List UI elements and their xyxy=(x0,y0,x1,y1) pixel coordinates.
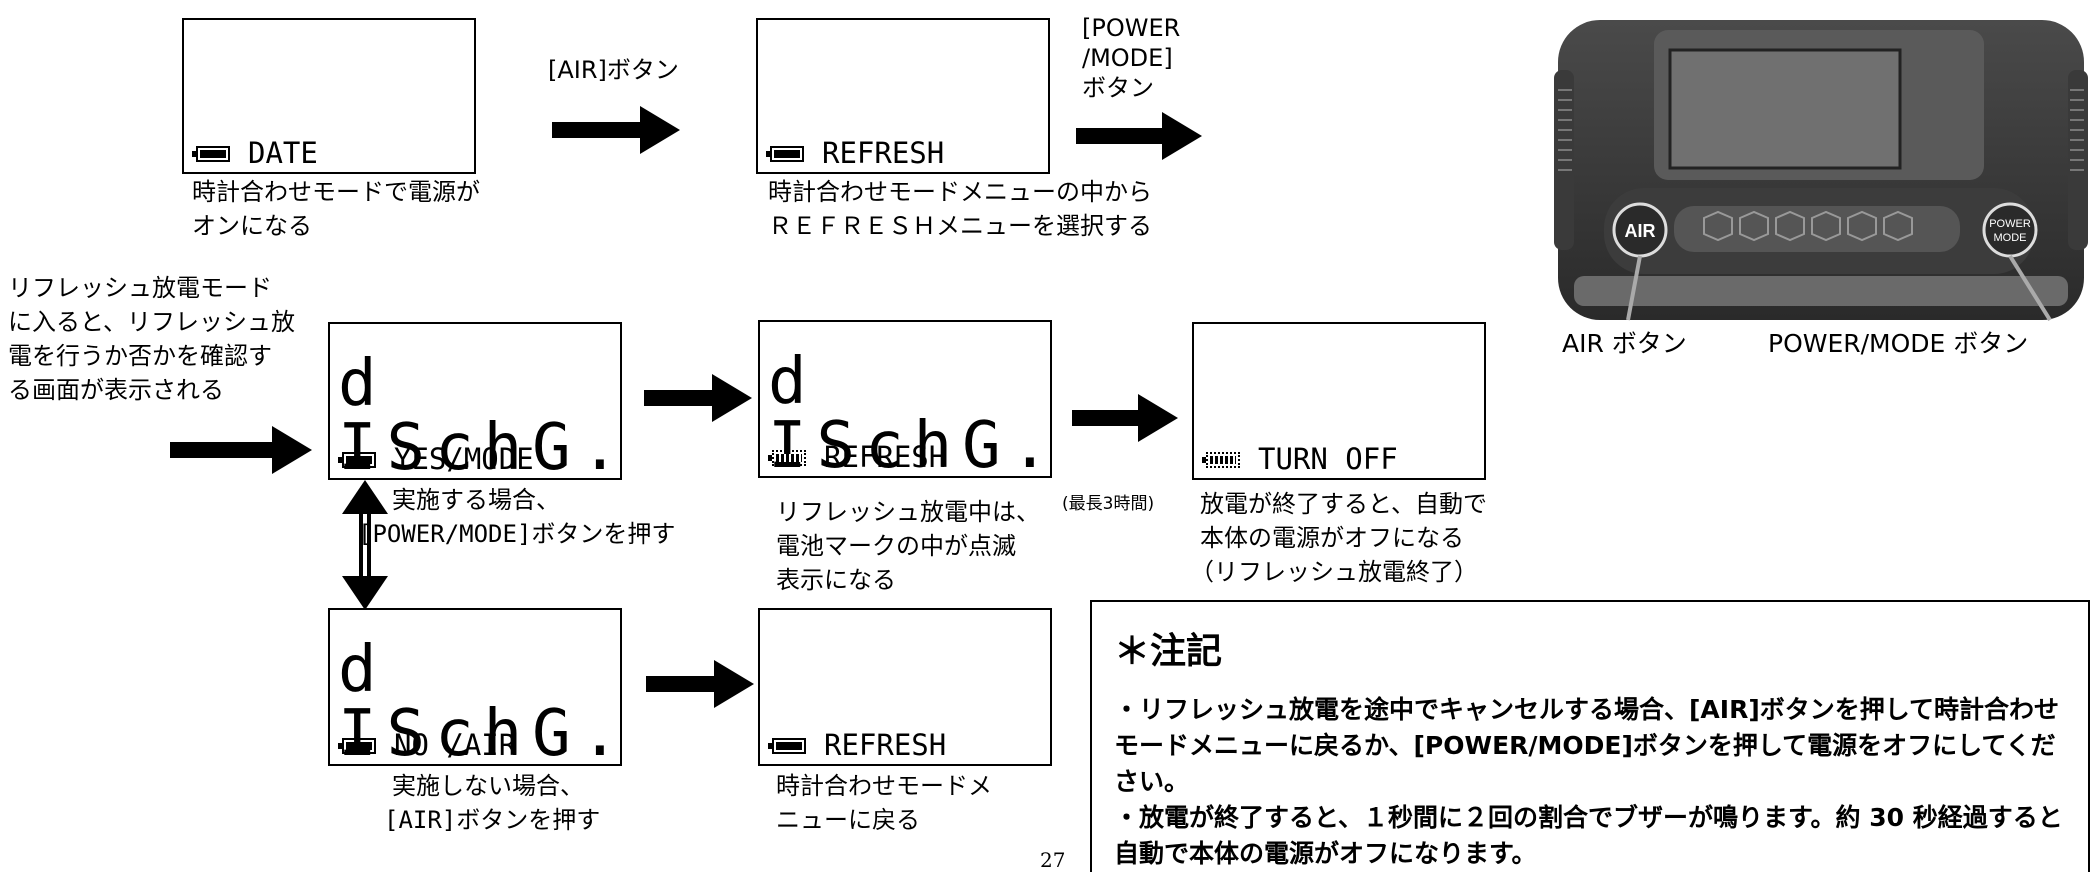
refresh-caption-1: 時計合わせモードメニューの中から xyxy=(768,178,1152,206)
note-item-1: ・リフレッシュ放電を途中でキャンセルする場合、[AIR]ボタンを押して時計合わせ… xyxy=(1114,695,2060,796)
battery-icon xyxy=(768,737,806,754)
lcd-refresh-text: REFRESH xyxy=(824,440,947,474)
power-button-label-1: POWER xyxy=(1989,218,2031,230)
intro-text-3: 電を行うか否かを確認す xyxy=(8,342,272,370)
battery-icon xyxy=(766,145,804,162)
lcd-dischg-yes-screen: d ISchG. YES/MODE xyxy=(328,322,622,480)
battery-icon xyxy=(338,451,376,468)
date-caption-2: オンになる xyxy=(192,212,312,240)
discharging-caption-2: 電池マークの中が点滅 xyxy=(776,532,1016,560)
blinking-battery-icon xyxy=(768,449,806,466)
lcd-refresh-screen: REFRESH xyxy=(756,18,1050,174)
off-caption-1: 放電が終了すると、自動で xyxy=(1200,490,1488,518)
lcd-no-air-text: NO /AIR xyxy=(394,728,517,762)
power-arrow-label-3: ボタン xyxy=(1082,74,1154,102)
lcd-refresh-text: REFRESH xyxy=(822,136,945,170)
battery-icon xyxy=(338,737,376,754)
battery-icon xyxy=(192,145,230,162)
lcd-dischg-no-screen: d ISchG. NO /AIR xyxy=(328,608,622,766)
lcd-refresh-text: REFRESH xyxy=(824,728,947,762)
date-caption-1: 時計合わせモードで電源が xyxy=(192,178,480,206)
lcd-refresh-back-screen: REFRESH xyxy=(758,608,1052,766)
lcd-dischg-refresh-screen: d ISchG. REFRESH xyxy=(758,320,1052,478)
intro-text-2: に入ると、リフレッシュ放 xyxy=(8,308,296,336)
back-caption-2: ニューに戻る xyxy=(776,806,920,834)
lcd-turn-off-text: TURN OFF xyxy=(1258,442,1398,476)
off-caption-2: 本体の電源がオフになる xyxy=(1200,524,1464,552)
note-item-2: ・放電が終了すると、１秒間に２回の割合でブザーが鳴ります。約 30 秒経過すると… xyxy=(1114,803,2063,868)
yes-caption-1: 実施する場合、 xyxy=(392,486,560,514)
back-caption-1: 時計合わせモードメ xyxy=(776,772,992,800)
off-caption-3: （リフレッシュ放電終了） xyxy=(1190,558,1478,586)
no-caption-1: 実施しない場合、 xyxy=(392,772,584,800)
no-caption-2: [AIR]ボタンを押す xyxy=(384,806,601,834)
device-photo: AIR POWER MODE xyxy=(1554,20,2088,322)
intro-text-4: る画面が表示される xyxy=(8,376,224,404)
power-mode-button xyxy=(1982,202,2038,258)
power-arrow-label-2: /MODE] xyxy=(1082,44,1173,72)
lcd-dischg-text: d ISchG. xyxy=(338,633,630,771)
air-arrow-label: [AIR]ボタン xyxy=(548,56,679,84)
lcd-yes-mode-text: YES/MODE xyxy=(394,442,534,476)
refresh-caption-2: ＲＥＦＲＥＳＨメニューを選択する xyxy=(768,212,1152,240)
power-mode-button-caption: POWER/MODE ボタン xyxy=(1768,329,2029,358)
lcd-date-text: DATE xyxy=(248,136,318,170)
note-box: ＊注記 ・リフレッシュ放電を途中でキャンセルする場合、[AIR]ボタンを押して時… xyxy=(1090,600,2090,872)
intro-text-1: リフレッシュ放電モード xyxy=(8,274,272,302)
blinking-battery-icon xyxy=(1202,451,1240,468)
discharging-caption-3: 表示になる xyxy=(776,566,896,594)
lcd-date-screen: DATE xyxy=(182,18,476,174)
up-down-arrow-icon xyxy=(342,480,388,610)
note-title: ＊注記 xyxy=(1114,631,1223,672)
power-button-label-2: MODE xyxy=(1994,232,2027,244)
power-arrow-label-1: [POWER xyxy=(1082,14,1181,42)
discharging-caption-1: リフレッシュ放電中は、 xyxy=(776,498,1040,526)
lcd-turn-off-screen: TURN OFF xyxy=(1192,322,1486,480)
lcd-dischg-text: d ISchG. xyxy=(338,347,630,485)
max-3-hours-label: (最長3時間) xyxy=(1062,494,1155,514)
yes-caption-2: [POWER/MODE]ボタンを押す xyxy=(358,520,676,548)
air-button-label: AIR xyxy=(1625,221,1656,241)
lcd-dischg-text: d ISchG. xyxy=(768,345,1060,483)
air-button-caption: AIR ボタン xyxy=(1562,329,1687,358)
page-number: 27 xyxy=(1040,848,1066,872)
